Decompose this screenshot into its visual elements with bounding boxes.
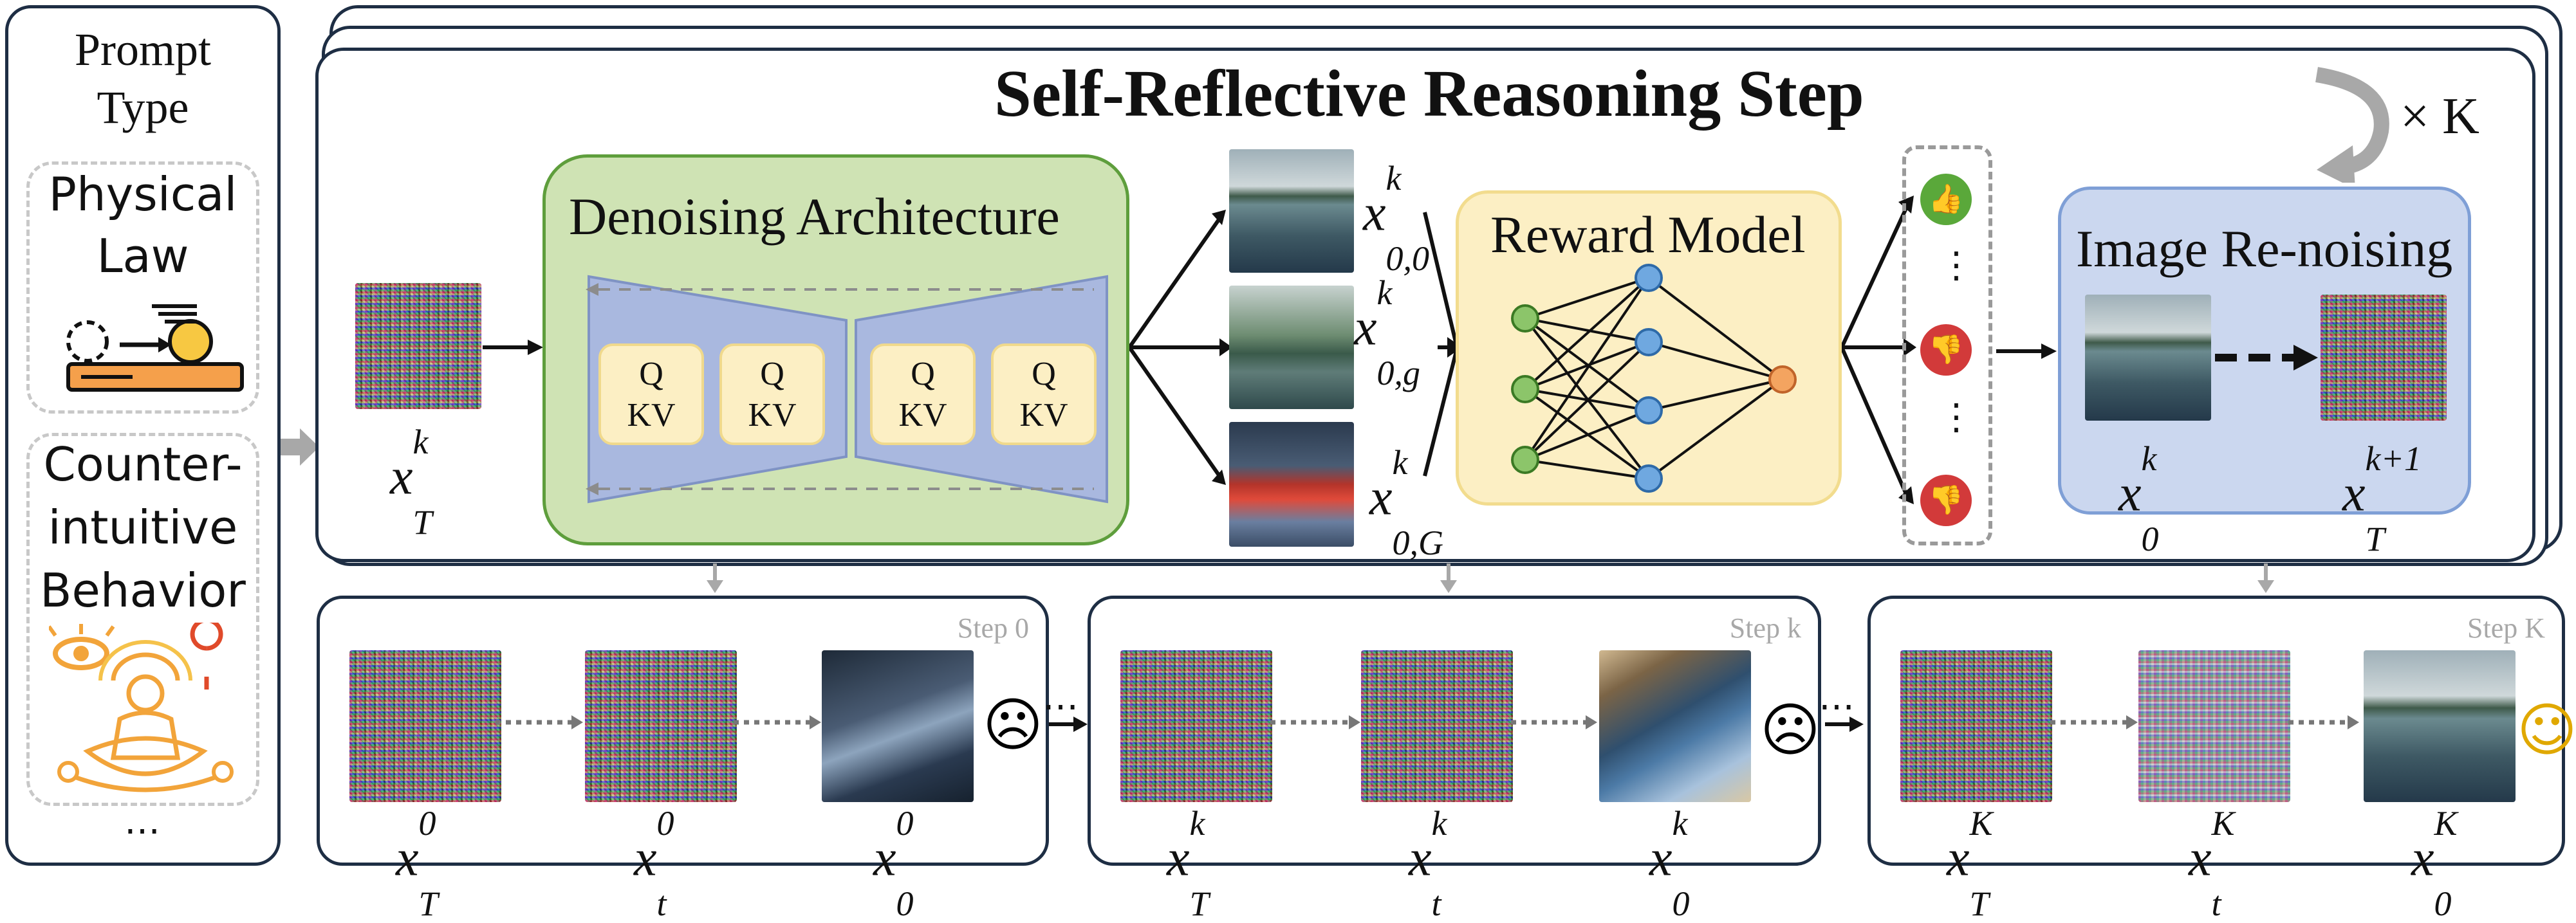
physical-law-label-line1: Physical	[48, 167, 237, 221]
denoising-architecture-label: Denoising Architecture	[569, 187, 1060, 246]
step-0-label: Step 0	[957, 612, 1029, 644]
step0-output	[822, 650, 974, 802]
counter-label-line3: Behavior	[40, 563, 246, 617]
prompt-type-title-line1: Prompt	[74, 24, 212, 75]
repeat-arrow-icon	[2315, 67, 2389, 183]
sample-image-G	[1229, 422, 1354, 547]
main-title: Self-Reflective Reasoning Step	[994, 57, 1864, 131]
step0-noise-t	[585, 650, 737, 802]
reward-network-icon	[1511, 264, 1797, 493]
attention-block-4: Q KV	[991, 343, 1097, 445]
sample-image-g	[1229, 286, 1354, 409]
step-k-label: Step k	[1729, 612, 1801, 644]
step0-noise-T	[349, 650, 501, 802]
feedback-vdots-1: ⋮	[1938, 244, 1974, 286]
prompt-type-title-line2: Type	[97, 82, 189, 133]
image-renoising-label: Image Re-noising	[2076, 219, 2453, 278]
feedback-box	[1902, 145, 1992, 545]
feedback-vdots-2: ⋮	[1938, 396, 1974, 438]
sample-image-0	[1229, 149, 1354, 273]
thumbs-down-icon: 👎	[1920, 324, 1972, 376]
physical-law-label-line2: Law	[97, 229, 189, 283]
physics-icon	[66, 304, 244, 392]
thumbs-down-icon: 👎	[1920, 475, 1972, 526]
kv-label: KV	[748, 397, 797, 434]
selected-image	[2085, 295, 2211, 421]
stepk-dotted-arrows	[1270, 715, 1597, 729]
q-label: Q	[911, 356, 935, 392]
happy-face-icon: ☺	[2517, 697, 2576, 764]
physical-law-box: Physical Law	[26, 161, 259, 414]
meditating-person-icon	[49, 623, 234, 792]
q-label: Q	[760, 356, 784, 392]
renoised-image	[2321, 295, 2447, 421]
between-steps-dots-2: …	[1819, 677, 1855, 718]
converge-arrows-icon	[1423, 212, 1462, 477]
sad-face-icon: ☹	[1760, 697, 1821, 764]
branch-arrows-icon	[1129, 210, 1232, 485]
unet-diagram	[586, 275, 1108, 504]
stepk-output	[1599, 650, 1751, 802]
arrow-to-renoise-icon	[1996, 343, 2057, 359]
stepk-noise-T	[1120, 650, 1272, 802]
feedback-arrows-icon	[1842, 196, 1916, 504]
sad-face-icon: ☹	[983, 691, 1043, 759]
stepK-output	[2364, 650, 2516, 802]
counter-label-line2: intuitive	[48, 500, 238, 554]
step-K-label: Step K	[2467, 612, 2545, 644]
between-arrow-icon	[1825, 717, 1864, 732]
prompt-type-panel: Prompt Type Physical Law Counter- intuit…	[5, 5, 281, 866]
stepK-noise-T	[1900, 650, 2052, 802]
panel-arrow-icon	[281, 428, 319, 466]
arrow-to-denoiser-icon	[483, 340, 543, 355]
reward-model-label: Reward Model	[1490, 205, 1806, 264]
kv-label: KV	[1019, 397, 1068, 434]
attention-block-2: Q KV	[719, 343, 825, 445]
down-arrow-icon	[707, 563, 723, 593]
stepk-noise-t	[1361, 650, 1513, 802]
kv-label: KV	[898, 397, 947, 434]
down-arrow-icon	[1440, 563, 1457, 593]
attention-block-1: Q KV	[598, 343, 704, 445]
stepK-noise-t	[2138, 650, 2290, 802]
attention-block-3: Q KV	[870, 343, 976, 445]
counter-label-line1: Counter-	[43, 437, 243, 491]
repeat-k-label: × K	[2400, 88, 2479, 145]
more-prompt-types: …	[124, 801, 160, 843]
between-arrow-icon	[1049, 717, 1088, 732]
thumbs-up-icon: 👍	[1920, 174, 1972, 225]
input-noise-image	[355, 283, 481, 409]
renoise-dashed-arrow-icon	[2215, 345, 2318, 370]
between-steps-dots-1: …	[1042, 677, 1079, 718]
step0-dotted-arrows	[496, 715, 821, 729]
kv-label: KV	[627, 397, 676, 434]
counter-intuitive-box: Counter- intuitive Behavior	[26, 433, 259, 806]
q-label: Q	[639, 356, 663, 392]
down-arrow-icon	[2257, 563, 2274, 593]
stepK-dotted-arrows	[2050, 715, 2359, 729]
q-label: Q	[1032, 356, 1056, 392]
